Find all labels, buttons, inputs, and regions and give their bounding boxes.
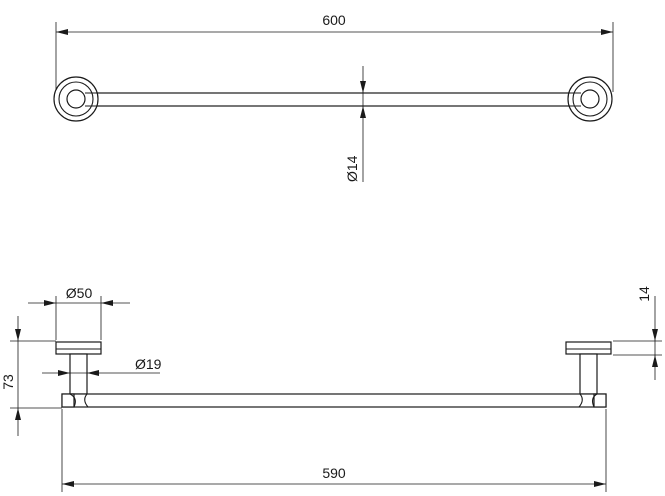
dimension-post-diameter-label: Ø19: [135, 356, 162, 372]
dimension-mount-thickness: 14: [613, 286, 662, 380]
dimension-mount-diameter: Ø50: [28, 285, 130, 340]
towel-bar-side: [61, 393, 607, 408]
dimension-projection: 73: [0, 316, 62, 436]
dimension-post-diameter: Ø19: [42, 356, 162, 376]
right-wall-mount-side: [565, 341, 612, 395]
dimension-bar-length: 590: [61, 409, 607, 492]
left-wall-mount-side: [55, 341, 102, 395]
side-view: Ø50 Ø19: [0, 285, 662, 492]
dimension-bar-length-label: 590: [322, 465, 346, 481]
dimension-overall-length: 600: [55, 12, 614, 92]
dimension-bar-diameter-label: Ø14: [344, 155, 360, 182]
dimension-bar-diameter: Ø14: [344, 66, 366, 182]
left-wall-mount-top: [53, 76, 99, 122]
dimension-mount-diameter-label: Ø50: [66, 285, 93, 301]
dimension-projection-label: 73: [0, 374, 16, 390]
dimension-mount-thickness-label: 14: [636, 286, 652, 302]
dimension-overall-length-label: 600: [322, 12, 346, 28]
towel-bar-top: [73, 92, 597, 107]
right-wall-mount-top: [567, 76, 613, 122]
top-view: 600 Ø14: [53, 12, 614, 182]
